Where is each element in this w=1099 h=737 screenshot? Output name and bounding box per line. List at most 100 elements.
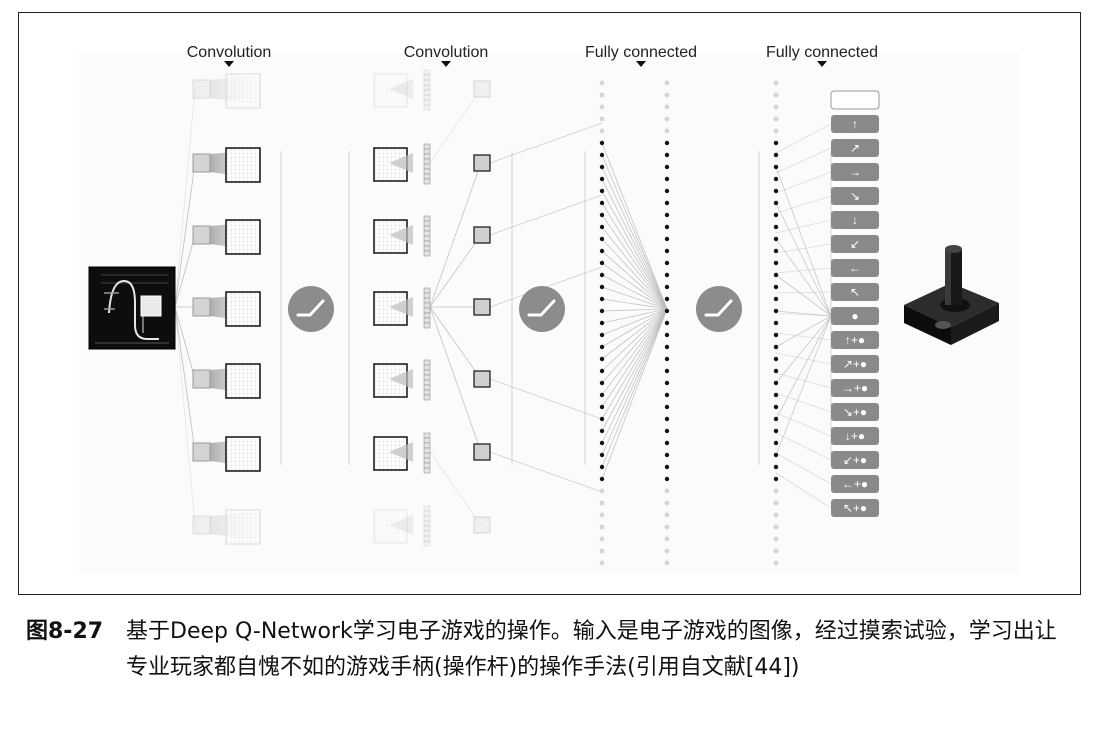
neuron-node — [773, 452, 779, 458]
neuron-node — [664, 320, 670, 326]
neuron-node — [664, 236, 670, 242]
neuron-node — [773, 80, 779, 86]
connection-line — [429, 88, 482, 164]
action-button — [831, 235, 879, 253]
neuron-node — [599, 140, 605, 146]
connection-line — [775, 412, 832, 437]
neuron-node — [664, 524, 670, 530]
connection-line — [601, 308, 668, 348]
connection-line — [775, 219, 832, 234]
connection-line — [601, 308, 668, 408]
conv-output-unit — [473, 443, 491, 461]
action-button-label: No input — [838, 96, 872, 106]
filter-stack-cell — [423, 89, 431, 96]
connection-line — [775, 315, 832, 384]
neuron-node — [599, 188, 605, 194]
neuron-node — [773, 224, 779, 230]
connection-line — [775, 312, 832, 317]
neuron-node — [599, 536, 605, 542]
filter-stack-cell — [423, 168, 431, 175]
connection-line — [601, 154, 668, 310]
action-button-label: ↘ — [850, 189, 860, 203]
feature-map — [225, 509, 261, 545]
stage-label: Convolution — [187, 44, 272, 61]
projection-beam — [389, 225, 413, 245]
connection-line — [775, 274, 832, 317]
chevron-down-icon — [224, 61, 234, 67]
neuron-node — [664, 440, 670, 446]
connection-line — [601, 308, 668, 360]
neuron-node — [599, 200, 605, 206]
connection-line — [601, 274, 668, 310]
activation-icon — [696, 286, 742, 332]
action-button — [831, 331, 879, 349]
connection-line — [601, 308, 668, 384]
filter-stack-cell — [423, 240, 431, 247]
connection-line — [775, 147, 832, 174]
filter-stack-cell — [423, 540, 431, 547]
action-button-label: ↙+● — [843, 453, 867, 467]
filter-stack-cell — [423, 462, 431, 469]
feature-map — [225, 436, 261, 472]
conv-output-unit — [473, 370, 491, 388]
neuron-node — [599, 464, 605, 470]
action-button — [831, 475, 879, 493]
filter-stack-cell — [423, 389, 431, 396]
action-button — [830, 90, 880, 110]
projection-beam — [389, 297, 413, 317]
neuron-node — [773, 344, 779, 350]
neuron-node — [599, 80, 605, 86]
filter-stack-cell — [423, 520, 431, 527]
filter-stack-cell — [423, 173, 431, 180]
neuron-node — [599, 284, 605, 290]
connection-line — [174, 234, 196, 308]
filter-stack-cell — [423, 515, 431, 522]
connection-line — [601, 308, 668, 444]
connection-line — [775, 166, 832, 317]
neuron-node — [664, 116, 670, 122]
connection-line — [775, 243, 832, 254]
filter-stack-cell — [423, 364, 431, 371]
connection-line — [601, 166, 668, 310]
dqn-network-diagram: No input↑↗→↘↓↙←↖●↑+●↗+●→+●↘+●↓+●↙+●←+●↖+… — [79, 44, 1019, 573]
neuron-node — [773, 176, 779, 182]
connection-line — [601, 308, 668, 420]
filter-patch — [192, 369, 211, 389]
neuron-node — [599, 92, 605, 98]
neuron-node — [599, 224, 605, 230]
connection-line — [601, 308, 668, 372]
neuron-node — [664, 500, 670, 506]
connection-line — [601, 298, 668, 310]
neuron-node — [599, 524, 605, 530]
action-button — [831, 355, 879, 373]
filter-stack-cell — [423, 379, 431, 386]
action-button-label: ↖ — [850, 285, 860, 299]
neuron-node — [664, 152, 670, 158]
neuron-node — [599, 404, 605, 410]
connection-line — [601, 308, 668, 456]
stage-label: Convolution — [404, 44, 489, 61]
connection-line — [775, 267, 832, 274]
neuron-node — [599, 176, 605, 182]
filter-stack-cell — [423, 447, 431, 454]
neuron-node — [599, 260, 605, 266]
neuron-node — [599, 128, 605, 134]
connection-line — [601, 308, 668, 312]
filter-patch — [192, 153, 211, 173]
connection-line — [429, 234, 482, 308]
filter-stack-cell — [423, 225, 431, 232]
action-button — [831, 451, 879, 469]
neuron-node — [773, 416, 779, 422]
neuron-node — [773, 128, 779, 134]
neuron-node — [773, 296, 779, 302]
connection-line — [775, 352, 832, 365]
neuron-node — [664, 176, 670, 182]
neuron-node — [773, 152, 779, 158]
neuron-node — [599, 356, 605, 362]
neuron-node — [773, 248, 779, 254]
filter-stack-cell — [423, 79, 431, 86]
neuron-node — [773, 500, 779, 506]
connection-line — [601, 142, 668, 310]
neuron-node — [664, 104, 670, 110]
feature-map — [373, 509, 408, 544]
